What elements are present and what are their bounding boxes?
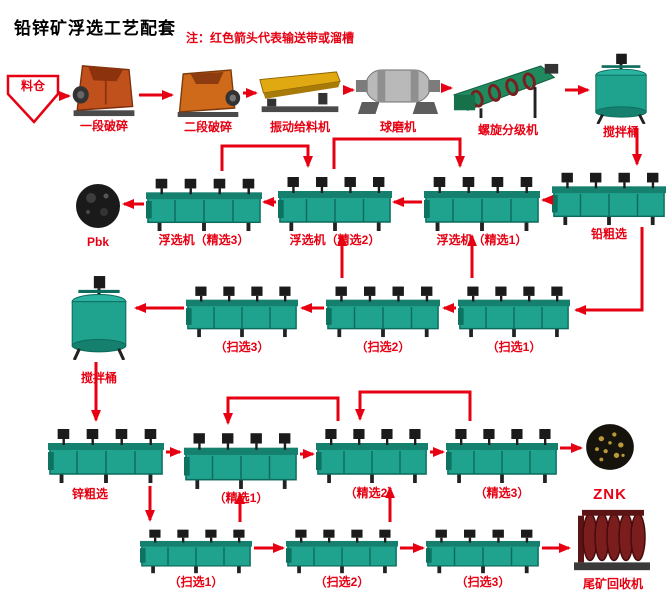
spiral-classifier-icon	[452, 62, 564, 118]
flotation-machine-icon	[140, 524, 252, 574]
label-spiral-classifier: 螺旋分级机	[477, 123, 538, 137]
arrow-zncleaner2-return	[223, 396, 340, 425]
silo-icon	[6, 74, 60, 124]
arrow-zncleaner3-return	[355, 390, 472, 421]
label-pb-cleaner-2: 浮选机（精选2）	[289, 233, 381, 247]
page-title: 铅锌矿浮选工艺配套	[14, 19, 176, 38]
label-zn-concentrate: ZNK	[593, 486, 627, 503]
label-pb-scavenger-2: （扫选2）	[355, 340, 411, 354]
label-silo: 料仓	[20, 79, 45, 93]
node-vibrating-feeder	[258, 70, 342, 114]
label-tailings-recovery: 尾矿回收机	[582, 577, 643, 591]
label-zn-scavenger-3: （扫选3）	[455, 575, 511, 589]
flotation-machine-icon	[424, 170, 540, 232]
tailings-recovery-icon	[572, 506, 652, 576]
node-zn-cleaner-1	[184, 426, 298, 490]
node-pb-cleaner-2	[278, 170, 392, 232]
flotation-machine-icon	[186, 280, 298, 338]
flotation-machine-icon	[286, 524, 398, 574]
flotation-machine-icon	[446, 422, 558, 484]
label-zn-cleaner-2: （精选2）	[344, 486, 400, 500]
mixing-tank-icon	[590, 52, 652, 124]
flotation-machine-icon	[552, 166, 666, 226]
node-pb-concentrate	[74, 182, 122, 230]
label-mixing-tank-2: 搅拌桶	[80, 371, 117, 385]
label-zn-cleaner-1: （精选1）	[213, 491, 269, 505]
vibrating-feeder-icon	[258, 70, 342, 114]
arrow-cleaner2-return	[332, 137, 465, 169]
flotation-machine-icon	[316, 422, 428, 484]
label-secondary-crusher: 二段破碎	[183, 120, 232, 134]
flotation-machine-icon	[278, 170, 392, 232]
node-pb-scavenger-3	[186, 280, 298, 338]
node-ball-mill	[354, 58, 442, 116]
label-vibrating-feeder: 振动给料机	[269, 120, 330, 134]
node-zn-scavenger-3	[426, 524, 540, 574]
node-zn-cleaner-2	[316, 422, 428, 484]
label-zn-cleaner-3: （精选3）	[474, 486, 530, 500]
node-zn-scavenger-1	[140, 524, 252, 574]
label-pb-rougher: 铅粗选	[590, 227, 627, 241]
node-spiral-classifier	[452, 62, 564, 118]
flotation-machine-icon	[458, 280, 570, 338]
ore-lump-icon	[74, 182, 122, 230]
flotation-machine-icon	[326, 280, 440, 338]
node-primary-crusher	[70, 62, 138, 118]
mixing-tank-icon	[66, 274, 132, 360]
node-pb-scavenger-2	[326, 280, 440, 338]
label-pb-cleaner-3: 浮选机（精选3）	[158, 233, 250, 247]
node-pb-rougher	[552, 166, 666, 226]
ball-mill-icon	[354, 58, 442, 116]
label-mixing-tank-1: 搅拌桶	[602, 125, 639, 139]
label-ball-mill: 球磨机	[379, 120, 416, 134]
flotation-machine-icon	[426, 524, 540, 574]
node-zn-scavenger-2	[286, 524, 398, 574]
label-zn-scavenger-1: （扫选1）	[168, 575, 224, 589]
jaw-crusher-icon	[70, 62, 138, 118]
label-zn-scavenger-2: （扫选2）	[314, 575, 370, 589]
flotation-machine-icon	[184, 426, 298, 490]
jaw-crusher-icon	[174, 68, 242, 118]
label-primary-crusher: 一段破碎	[79, 119, 128, 133]
legend-note: 注：红色箭头代表输送带或溜槽	[186, 31, 355, 45]
node-pb-cleaner-1	[424, 170, 540, 232]
node-pb-cleaner-3	[146, 172, 262, 232]
node-mixing-tank-1	[590, 52, 652, 124]
arrow-cleaner3-return	[220, 144, 313, 171]
label-zn-rougher: 锌粗选	[71, 487, 108, 501]
label-pb-scavenger-3: （扫选3）	[214, 340, 270, 354]
node-ore-silo: 料仓	[6, 74, 60, 124]
label-pb-scavenger-1: （扫选1）	[486, 340, 542, 354]
flotation-machine-icon	[48, 422, 164, 484]
node-zn-rougher	[48, 422, 164, 484]
node-secondary-crusher	[174, 68, 242, 118]
node-pb-scavenger-1	[458, 280, 570, 338]
node-mixing-tank-2	[66, 274, 132, 360]
node-tailings-recovery	[572, 506, 652, 576]
label-pb-cleaner-1: 浮选机（精选1）	[436, 233, 528, 247]
node-zn-cleaner-3	[446, 422, 558, 484]
node-zn-concentrate	[584, 422, 636, 472]
flotation-machine-icon	[146, 172, 262, 232]
label-pb-concentrate: Pbk	[86, 235, 109, 249]
ore-lump-icon	[584, 422, 636, 472]
